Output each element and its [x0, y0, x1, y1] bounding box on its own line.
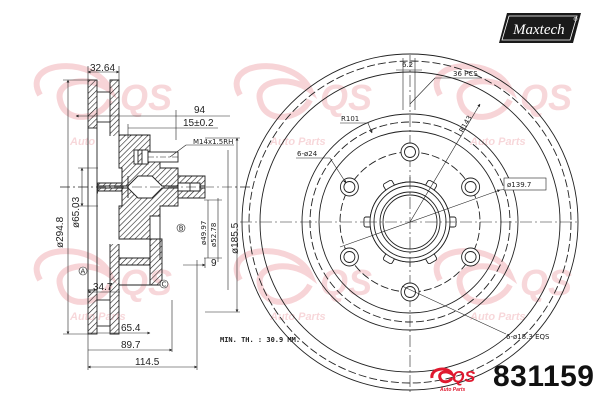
watermark-text: QS	[520, 262, 572, 303]
bolt-hole	[339, 177, 359, 197]
marker-b-circle	[176, 223, 186, 233]
marker-a: A	[81, 268, 86, 276]
watermark-text: QS	[520, 77, 572, 118]
dim-9: 9	[211, 258, 217, 269]
bolt-hole	[461, 247, 481, 267]
dim-89-7: 89.7	[121, 340, 141, 351]
dim-r101: R101	[341, 115, 359, 123]
watermark-subtext: Auto Parts	[469, 136, 526, 148]
watermark-subtext: Auto Parts	[469, 311, 526, 323]
side-dimensions	[63, 66, 240, 370]
watermark-subtext: Auto Parts	[269, 311, 326, 323]
hub-section-final	[97, 134, 232, 286]
dim-vanes-36-pcs: 36 PCS	[453, 70, 478, 78]
maxtech-logo: Maxtech ®	[499, 13, 581, 43]
dim-holes-15-3: 6-ø15.3 EQS	[506, 333, 550, 341]
watermark-text: QS	[320, 262, 372, 303]
dim-65-4: 65.4	[121, 323, 141, 334]
registered-mark: ®	[573, 16, 578, 23]
bolt-holes	[339, 142, 481, 302]
bolt-hole	[339, 247, 359, 267]
dim-offset: 15±0.2	[183, 118, 214, 129]
side-dimension-labels: 32.64 94 15±0.2 M14x1.5RH ø294.8 ø65.03 …	[55, 63, 241, 368]
qs-logo-subtext: Auto Parts	[439, 387, 466, 393]
dim-114-5: 114.5	[135, 357, 160, 368]
watermark-text: QS	[320, 77, 372, 118]
dim-width-32-64: 32.64	[90, 63, 115, 74]
min-thickness-note: MIN. TH. : 30.9 MM.	[220, 336, 300, 344]
datum-markers	[78, 223, 186, 289]
bolt-hole	[400, 142, 420, 162]
watermark-text: QS	[120, 77, 172, 118]
bolt-hole	[400, 282, 420, 302]
dim-inner-49-97: ø49.97	[200, 221, 208, 245]
dim-thread: M14x1.5RH	[193, 138, 233, 146]
dim-outer-diameter: ø294.8	[55, 216, 66, 248]
part-number: 831159	[493, 360, 595, 393]
maxtech-logo-text: Maxtech	[512, 22, 565, 38]
dim-94: 94	[194, 105, 206, 116]
pcd-label-box	[503, 177, 547, 191]
dim-hub-185-5: ø185.5	[230, 222, 241, 254]
dim-inner-52-78: ø52.78	[210, 223, 218, 247]
bolt-hole	[461, 177, 481, 197]
dim-pcd-139-7: ø139.7	[507, 181, 531, 189]
marker-c-circle	[159, 279, 169, 289]
qs-logo-text: QS	[452, 369, 475, 386]
qs-autoparts-logo: QS Auto Parts	[430, 367, 475, 393]
watermark-subtext: Auto Parts	[269, 136, 326, 148]
dim-34-7: 34.7	[93, 282, 113, 293]
dim-slot-6-2: 6.2	[402, 61, 413, 69]
marker-a-circle	[78, 266, 88, 276]
marker-b: B	[179, 225, 184, 233]
dim-r143: R143	[458, 114, 474, 134]
marker-c: C	[162, 281, 167, 289]
dim-bore-diameter: ø65.03	[71, 196, 82, 228]
dim-holes-24: 6-ø24	[297, 150, 318, 158]
front-view	[240, 53, 580, 395]
front-leaders	[296, 58, 546, 335]
